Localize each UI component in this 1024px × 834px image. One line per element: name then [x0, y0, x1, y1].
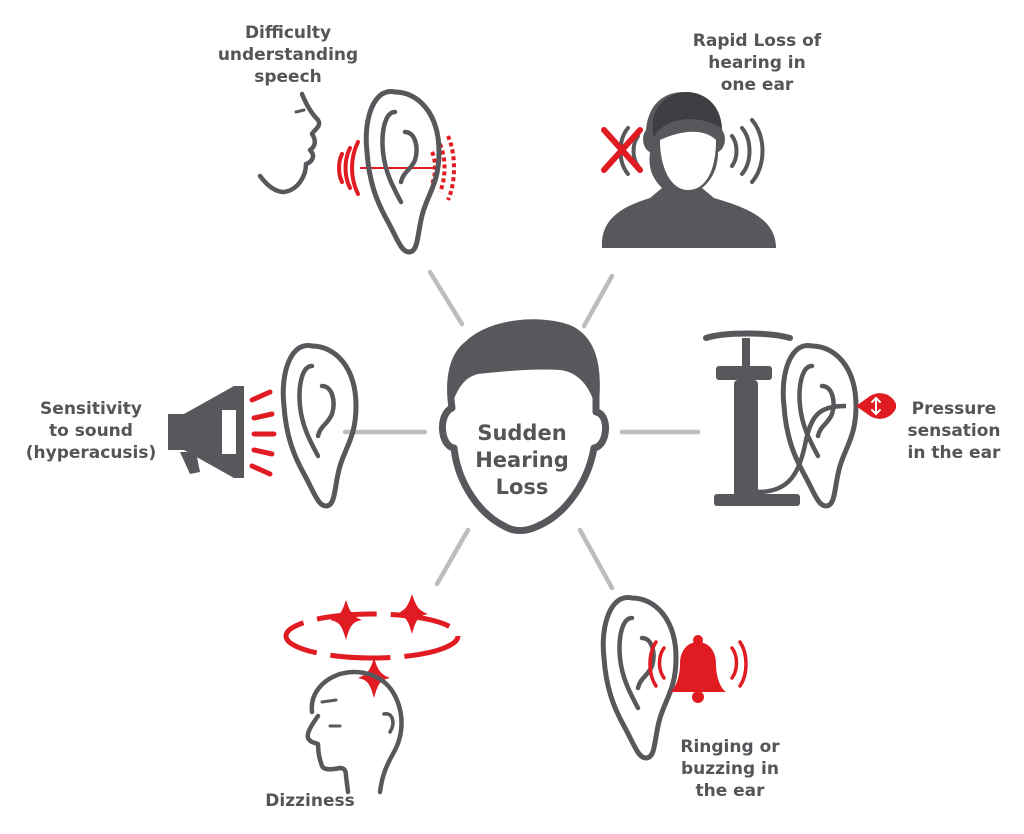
label-line: in the ear [907, 443, 1001, 463]
label-line: to sound [49, 421, 133, 441]
label-rapid-loss-hearing: Rapid Loss of hearing in one ear [672, 30, 842, 96]
label-line: one ear [720, 75, 794, 95]
label-line: (hyperacusis) [25, 443, 157, 463]
label-line: buzzing in [680, 759, 779, 779]
label-line: Sensitivity [40, 399, 142, 419]
center-title: Sudden Hearing Loss [452, 420, 592, 501]
megaphone-ear-icon [168, 345, 356, 506]
label-pressure-sensation: Pressure sensation in the ear [896, 398, 1012, 464]
connector-dizziness [434, 527, 471, 587]
label-line: hearing in [708, 53, 806, 73]
center-head-icon [439, 319, 609, 534]
label-line: Rapid Loss of [692, 31, 822, 51]
label-difficulty-understanding-speech: Difficulty understanding speech [208, 22, 368, 88]
pump-ear-icon [703, 330, 896, 507]
label-line: Pressure [911, 399, 997, 419]
label-line: Ringing or [680, 737, 780, 757]
label-dizziness: Dizziness [250, 790, 370, 812]
center-title-line: Sudden [477, 421, 567, 445]
center-title-line: Hearing [475, 448, 569, 472]
face-speaking-to-ear-icon [257, 91, 456, 252]
connector-rapid-loss [581, 273, 615, 329]
label-line: Difficulty [244, 23, 332, 43]
label-line: the ear [695, 781, 765, 801]
bell-ear-icon [603, 597, 748, 758]
label-line: understanding [217, 45, 359, 65]
connectors [342, 269, 701, 591]
connector-ringing [577, 527, 615, 591]
label-sensitivity-to-sound: Sensitivity to sound (hyperacusis) [16, 398, 166, 464]
dizzy-head-icon [283, 594, 461, 795]
center-title-line: Loss [495, 475, 549, 499]
label-line: sensation [907, 421, 1001, 441]
label-line: Dizziness [265, 791, 355, 811]
label-line: speech [254, 67, 322, 87]
person-one-ear-blocked-icon [601, 92, 776, 248]
connector-speech [427, 269, 465, 327]
label-ringing-buzzing: Ringing or buzzing in the ear [660, 736, 800, 802]
